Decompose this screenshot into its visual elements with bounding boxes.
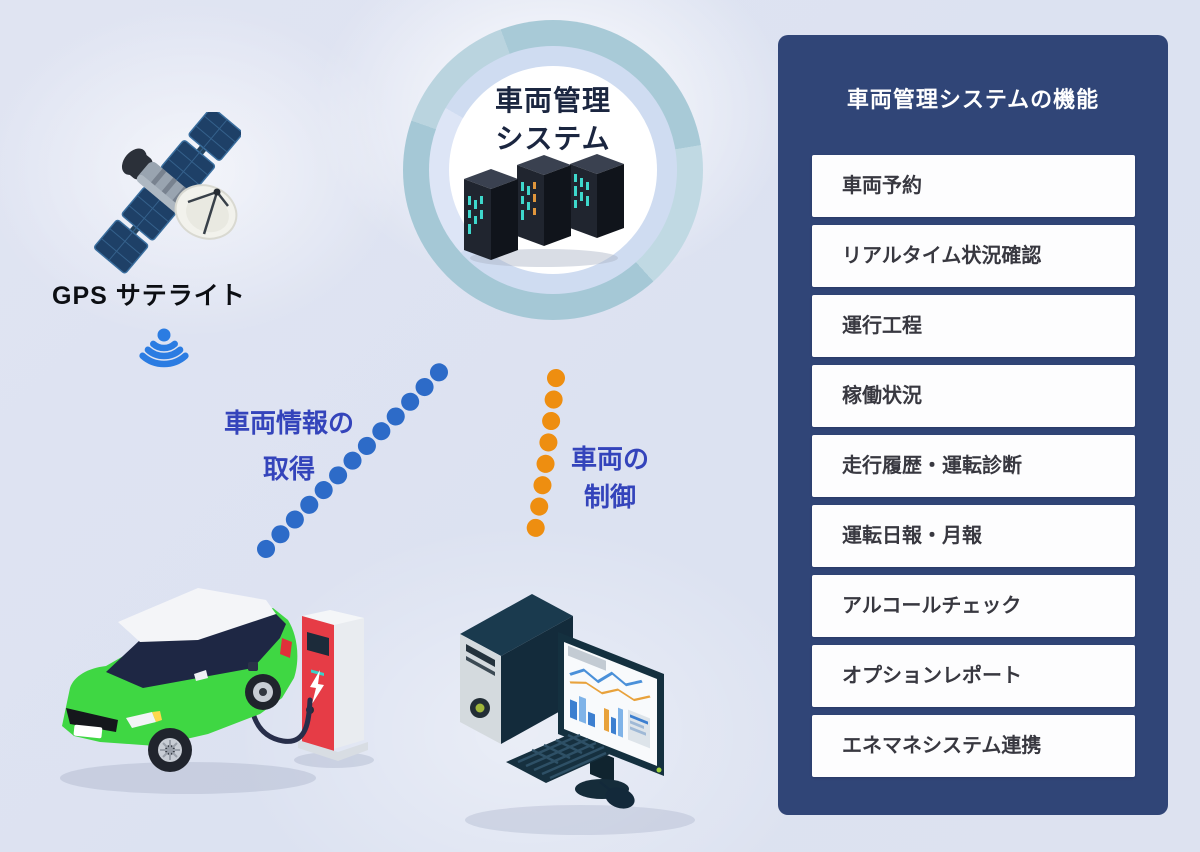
gps-satellite-label: GPS サテライト [52,282,246,310]
vehicle-info-label-line1: 車両情報の [223,408,354,438]
computer-tower [460,594,573,744]
charging-station [298,610,368,761]
feature-item: 稼働状況 [812,365,1135,427]
features-panel: 車両管理システムの機能 車両予約 リアルタイム状況確認 運行工程 稼働状況 走行… [778,35,1168,815]
vehicle-info-label: 車両情報の 取得 [203,400,375,492]
vehicle-info-label-line2: 取得 [262,454,315,484]
server-tower-front [464,169,518,260]
satellite-icon [94,112,241,274]
desktop-computer-icon [460,594,695,835]
ev-car-charging-icon [60,588,374,794]
feature-item: オプションレポート [812,645,1135,707]
vehicle-control-label-line1: 車両の [570,444,649,474]
server-tower-middle [517,155,571,246]
gps-info-dotted-line [257,349,462,558]
vehicle-control-label-line2: 制御 [583,482,636,512]
hub-title: 車両管理 システム [403,82,703,158]
hub-title-line2: システム [495,123,611,154]
feature-item: リアルタイム状況確認 [812,225,1135,287]
ev-car [62,588,298,772]
feature-item: エネマネシステム連携 [812,715,1135,777]
feature-item: 車両予約 [812,155,1135,217]
computer-keyboard [506,733,610,783]
feature-item: アルコールチェック [812,575,1135,637]
features-panel-title: 車両管理システムの機能 [846,87,1100,112]
computer-mouse [599,781,635,809]
vehicle-control-dotted-line [523,369,565,558]
wifi-signal-down-icon [139,328,189,368]
hub-circle: 車両管理 システム [403,20,703,320]
feature-item: 運行工程 [812,295,1135,357]
server-tower-back [570,154,624,238]
hub-title-line1: 車両管理 [494,85,611,116]
feature-item: 運転日報・月報 [812,505,1135,567]
computer-monitor [558,632,664,799]
feature-item: 走行履歴・運転診断 [812,435,1135,497]
features-list: 車両予約 リアルタイム状況確認 運行工程 稼働状況 走行履歴・運転診断 運転日報… [812,155,1135,785]
server-rack-icon [464,154,624,267]
vehicle-control-label: 車両の 制御 [554,440,666,516]
